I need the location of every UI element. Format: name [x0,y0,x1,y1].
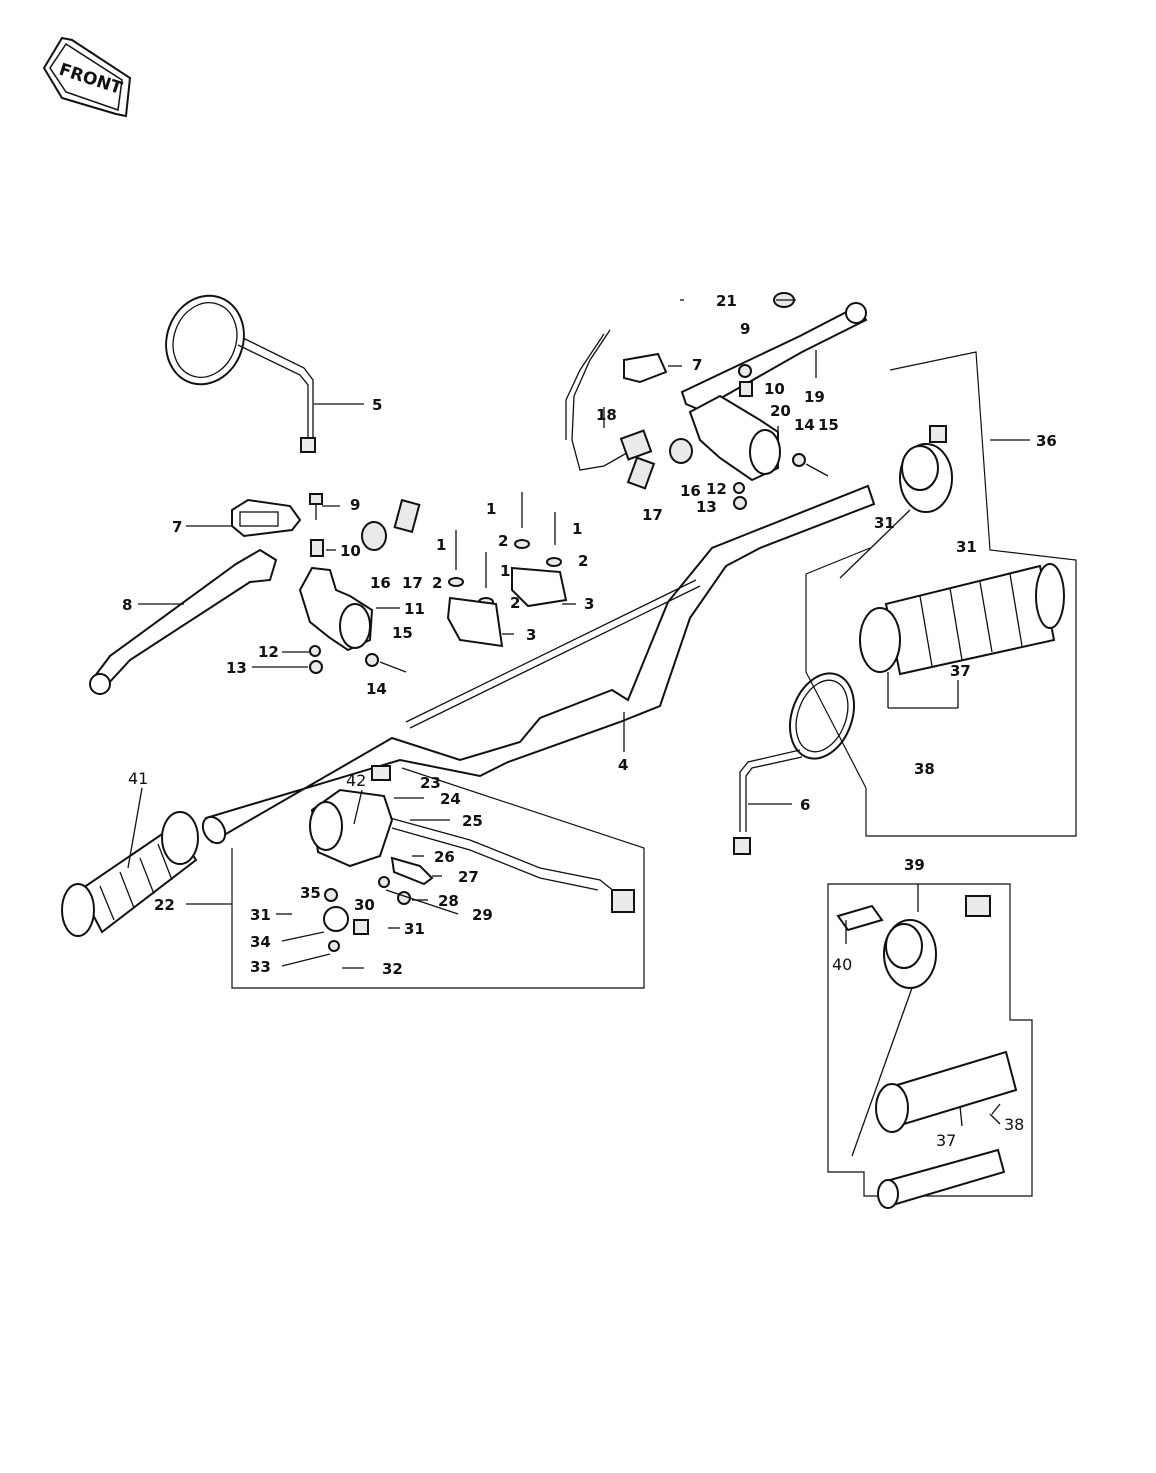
handlebar [201,484,876,845]
label-11: 11 [404,600,425,618]
label-25: 25 [462,812,483,830]
left-mirror [165,294,316,453]
label-1c: 1 [436,536,446,554]
label-6: 6 [800,796,810,814]
label-33: 33 [250,958,271,976]
label-34: 34 [250,933,271,951]
label-15a: 15 [392,624,413,642]
label-31a: 31 [250,906,271,924]
label-13a: 13 [226,659,247,677]
label-41: 41 [128,769,148,788]
label-8: 8 [122,596,132,614]
label-32: 32 [382,960,403,978]
label-37b: 37 [936,1131,956,1150]
label-16b: 16 [680,482,701,500]
label-14a: 14 [366,680,387,698]
label-12b: 12 [706,480,727,498]
label-9a: 9 [350,496,360,514]
label-1a: 1 [486,500,496,518]
label-19: 19 [804,388,825,406]
label-17a: 17 [402,574,423,592]
label-27: 27 [458,868,479,886]
label-31c: 31 [874,514,895,532]
label-39: 39 [904,856,925,874]
right-throttle-assembly [805,351,1077,837]
label-17b: 17 [642,506,663,524]
part-labels: 5 6 7 7 8 9 9 10 10 11 12 12 13 13 14 14… [122,292,1057,1150]
left-switch-assembly [231,765,645,989]
label-5: 5 [372,396,382,414]
label-4: 4 [618,756,628,774]
label-36: 36 [1036,432,1057,450]
label-16a: 16 [370,574,391,592]
label-3a: 3 [584,595,594,613]
label-15b: 15 [818,416,839,434]
label-29: 29 [472,906,493,924]
label-38b: 38 [1004,1115,1024,1134]
left-grip [61,811,199,937]
front-arrow-badge: FRONT [42,36,132,118]
label-31d: 31 [956,538,977,556]
label-42: 42 [346,771,366,790]
label-23: 23 [420,774,441,792]
alternate-throttle-assembly [827,883,1033,1209]
label-1b: 1 [572,520,582,538]
label-24: 24 [440,790,461,808]
label-38a: 38 [914,760,935,778]
label-40: 40 [832,955,852,974]
label-30: 30 [354,896,375,914]
label-7b: 7 [692,356,702,374]
label-22: 22 [154,896,175,914]
label-28: 28 [438,892,459,910]
label-14b: 14 [794,416,815,434]
label-2b: 2 [578,552,588,570]
right-lever-assembly [565,292,868,510]
label-10b: 10 [764,380,785,398]
label-31b: 31 [404,920,425,938]
label-1d: 1 [500,562,510,580]
label-9b: 9 [740,320,750,338]
label-3b: 3 [526,626,536,644]
left-lever-assembly [89,493,421,695]
label-7a: 7 [172,518,182,536]
label-35: 35 [300,884,321,902]
label-12a: 12 [258,643,279,661]
label-2c: 2 [432,574,442,592]
label-10a: 10 [340,542,361,560]
label-13b: 13 [696,498,717,516]
label-26: 26 [434,848,455,866]
right-mirror [733,672,855,855]
label-2a: 2 [498,532,508,550]
handlebar-clamps [446,492,568,648]
label-21: 21 [716,292,737,310]
label-2d: 2 [510,594,520,612]
label-20: 20 [770,402,791,420]
label-18: 18 [596,406,617,424]
label-37a: 37 [950,662,971,680]
leader-lines [127,299,1030,1127]
